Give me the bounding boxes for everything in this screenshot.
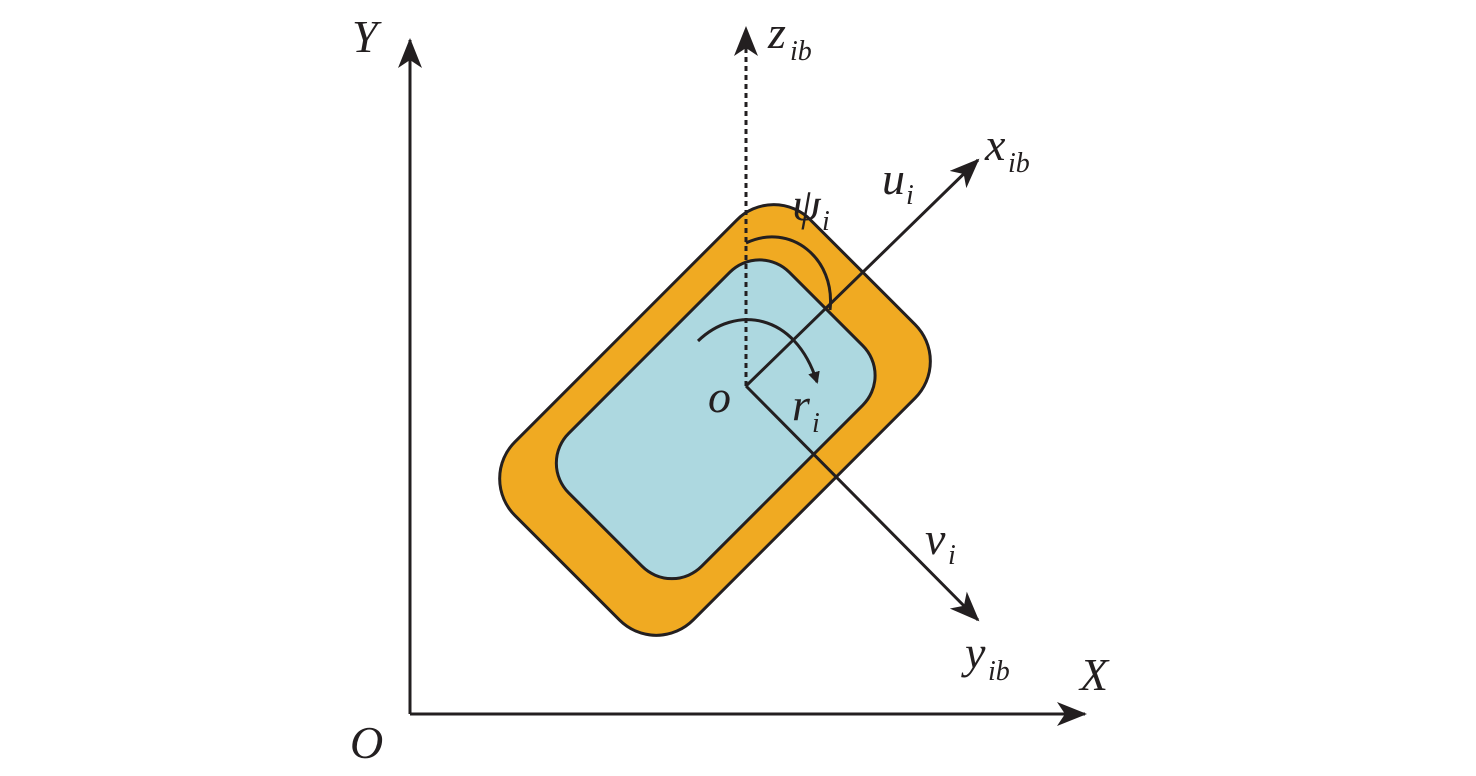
- body-x-axis-label: x: [984, 119, 1006, 170]
- yaw-rate-subscript: i: [812, 408, 820, 439]
- global-origin-label: O: [350, 717, 383, 768]
- body-x-axis: [744, 158, 980, 388]
- heading-angle-arc: [745, 235, 832, 311]
- sway-velocity-subscript: i: [948, 540, 956, 571]
- body-z-axis-label: z: [767, 7, 786, 58]
- surge-velocity-label: u: [882, 153, 905, 204]
- sway-velocity-label: v: [925, 513, 946, 564]
- yaw-rate-arc: [696, 318, 820, 384]
- heading-angle-subscript: i: [822, 206, 830, 237]
- body-z-axis-subscript: ib: [790, 36, 812, 67]
- body-x-axis-subscript: ib: [1008, 148, 1030, 179]
- global-x-axis-label: X: [1078, 649, 1110, 700]
- heading-angle-label: ψ: [792, 179, 822, 230]
- global-y-axis-label: Y: [352, 11, 382, 62]
- body-y-axis: [744, 384, 980, 622]
- surge-velocity-subscript: i: [906, 180, 914, 211]
- yaw-rate-label: r: [792, 379, 811, 430]
- body-y-axis-label: y: [961, 627, 986, 678]
- body-y-axis-subscript: ib: [988, 656, 1010, 687]
- body-origin-label: o: [708, 371, 731, 422]
